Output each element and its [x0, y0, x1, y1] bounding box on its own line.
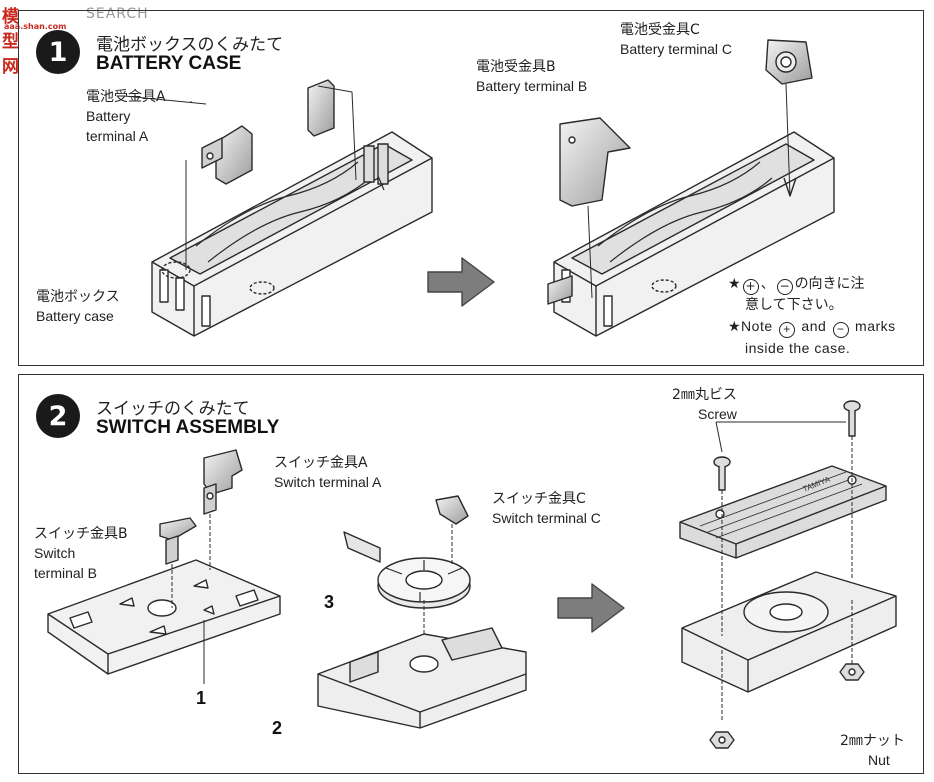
watermark-logo: 模型网: [2, 7, 20, 77]
nut-left-icon: [709, 731, 735, 749]
step1-title-en: BATTERY CASE: [96, 53, 242, 74]
plus-mark-en-icon: +: [779, 322, 796, 338]
battery-terminal-a-label: 電池受金具A Battery terminal A: [86, 86, 166, 146]
battery-case-label: 電池ボックス Battery case: [36, 286, 120, 326]
polarity-note-jp-line1: ★+、−の向きに注: [728, 274, 865, 295]
note-jp-rest: の向きに注: [794, 276, 865, 292]
step2-badge: 2: [36, 394, 80, 438]
step2-title-jp: スイッチのくみたて: [96, 399, 250, 419]
battery-terminal-b-label: 電池受金具B Battery terminal B: [476, 56, 587, 96]
battery-terminal-c-label: 電池受金具C Battery terminal C: [620, 19, 732, 59]
battery-terminal-a-jp: 電池受金具A: [86, 89, 166, 105]
part-number-3: 3: [324, 592, 335, 612]
nut-label: 2㎜ナット Nut: [840, 730, 905, 770]
switch-housing-drawing: [317, 495, 527, 729]
step2-title-en: SWITCH ASSEMBLY: [96, 417, 280, 438]
switch-terminal-c-jp: スイッチ金具C: [492, 491, 586, 507]
note-star: ★: [728, 276, 741, 292]
battery-terminal-c-en: Battery terminal C: [620, 41, 733, 57]
note-en-marks: marks: [855, 318, 896, 334]
switch-terminal-c-label: スイッチ金具C Switch terminal C: [492, 488, 601, 528]
part-number-1: 1: [196, 688, 207, 708]
polarity-note-en: ★Note + and − marks inside the case.: [728, 316, 896, 359]
switch-terminal-a-en: Switch terminal A: [274, 474, 382, 490]
switch-assembled-drawing: [679, 400, 897, 749]
battery-case-en: Battery case: [36, 308, 114, 324]
screw-left-icon: [713, 456, 731, 491]
plus-mark-icon: +: [742, 279, 759, 295]
switch-terminal-a-jp: スイッチ金具A: [274, 455, 368, 471]
battery-case-right-drawing: [547, 39, 835, 337]
battery-terminal-a-en-2: terminal A: [86, 128, 149, 144]
battery-terminal-b-en: Battery terminal B: [476, 78, 588, 94]
switch-terminal-b-en-1: Switch: [34, 545, 76, 561]
step1-badge: 1: [36, 30, 80, 74]
switch-terminal-b-en-2: terminal B: [34, 565, 98, 581]
nut-en: Nut: [868, 752, 890, 768]
step1-title-jp: 電池ボックスのくみたて: [96, 35, 284, 55]
arrow-right-icon-1: [427, 257, 495, 307]
switch-terminal-a-label: スイッチ金具A Switch terminal A: [274, 452, 381, 492]
note-en-prefix: ★Note: [728, 318, 773, 334]
switch-terminal-c-en: Switch terminal C: [492, 510, 601, 526]
note-en-and: and: [801, 318, 827, 334]
battery-terminal-a-en-1: Battery: [86, 108, 131, 124]
battery-case-jp: 電池ボックス: [36, 289, 120, 305]
screw-right-icon: [843, 400, 861, 437]
switch-terminal-b-jp: スイッチ金具B: [34, 526, 128, 542]
polarity-note-jp-line2: 意して下さい。: [745, 297, 843, 313]
nut-jp: 2㎜ナット: [840, 733, 905, 749]
minus-mark-en-icon: −: [832, 322, 849, 338]
switch-plate-drawing: [47, 449, 281, 684]
step2-panel: [18, 374, 924, 774]
screw-en: Screw: [698, 406, 737, 422]
note-sep: 、: [760, 276, 775, 292]
minus-mark-icon: −: [776, 279, 793, 295]
step1-panel: [18, 10, 924, 366]
part-number-2: 2: [272, 718, 283, 738]
switch-terminal-b-label: スイッチ金具B Switch terminal B: [34, 523, 128, 583]
polarity-note-en-line2: inside the case.: [745, 340, 851, 356]
polarity-note-jp: ★+、−の向きに注 意して下さい。: [728, 274, 865, 316]
battery-case-left-drawing: [123, 79, 433, 337]
screw-label: 2㎜丸ビス Screw: [672, 384, 737, 424]
battery-terminal-c-jp: 電池受金具C: [620, 22, 700, 38]
arrow-right-icon-2: [557, 583, 625, 633]
screw-jp: 2㎜丸ビス: [672, 387, 737, 403]
battery-terminal-b-jp: 電池受金具B: [476, 59, 556, 75]
nut-right-icon: [839, 663, 865, 681]
polarity-note-en-line1: ★Note + and − marks: [728, 316, 896, 338]
watermark-site: aaa.shan.com: [4, 22, 67, 31]
